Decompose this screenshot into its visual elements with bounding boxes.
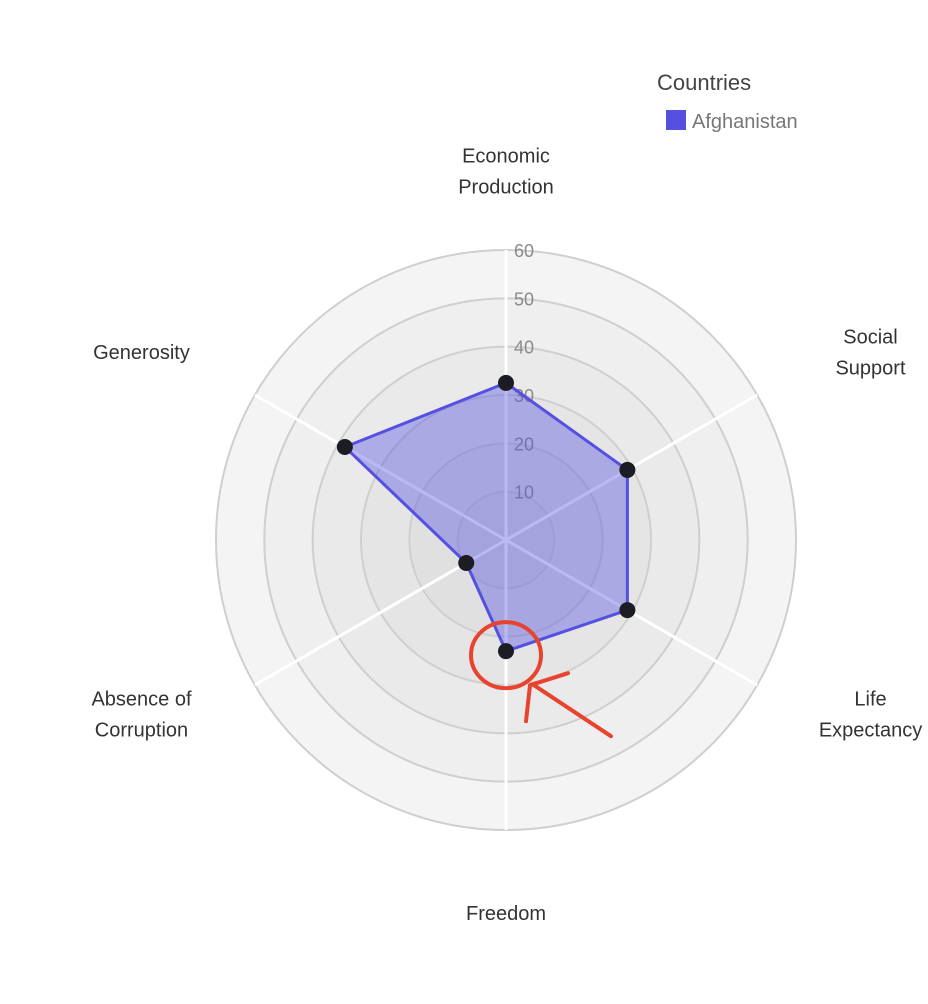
data-point-4[interactable] xyxy=(458,554,475,571)
axis-label-line: Support xyxy=(835,357,905,379)
annotation-arrow-head xyxy=(524,671,570,724)
tick-label-60: 60 xyxy=(514,241,534,261)
axis-label-5: Generosity xyxy=(93,342,190,364)
legend: Countries Afghanistan xyxy=(657,70,798,133)
tick-label-10: 10 xyxy=(514,483,534,503)
tick-label-20: 20 xyxy=(514,434,534,454)
axis-label-line: Production xyxy=(458,177,554,199)
data-point-5[interactable] xyxy=(336,438,353,455)
data-point-2[interactable] xyxy=(619,602,636,619)
data-point-0[interactable] xyxy=(498,374,514,391)
axis-label-line: Corruption xyxy=(95,720,188,742)
tick-label-50: 50 xyxy=(514,289,534,309)
annotation xyxy=(469,620,613,739)
axis-label-line: Social xyxy=(843,326,897,348)
axis-label-line: Freedom xyxy=(466,903,546,925)
legend-title: Countries xyxy=(657,70,751,95)
axis-label-3: Freedom xyxy=(466,903,546,925)
spoke-5 xyxy=(254,393,507,542)
series-layer xyxy=(336,374,636,660)
annotation-circle xyxy=(469,620,543,691)
axis-label-line: Economic xyxy=(462,146,550,168)
annotation-arrow-shaft xyxy=(532,683,613,739)
axis-label-line: Expectancy xyxy=(819,720,922,742)
axis-label-line: Generosity xyxy=(93,342,190,364)
axis-label-4: Absence of Corruption xyxy=(91,689,192,742)
data-point-1[interactable] xyxy=(619,461,636,478)
legend-label-afghanistan[interactable]: Afghanistan xyxy=(692,111,798,133)
tick-label-40: 40 xyxy=(514,338,534,358)
axis-label-line: Absence of xyxy=(91,689,192,711)
legend-swatch-afghanistan[interactable] xyxy=(666,110,686,130)
data-point-3[interactable] xyxy=(498,643,514,660)
axis-label-line: Life xyxy=(854,689,886,711)
